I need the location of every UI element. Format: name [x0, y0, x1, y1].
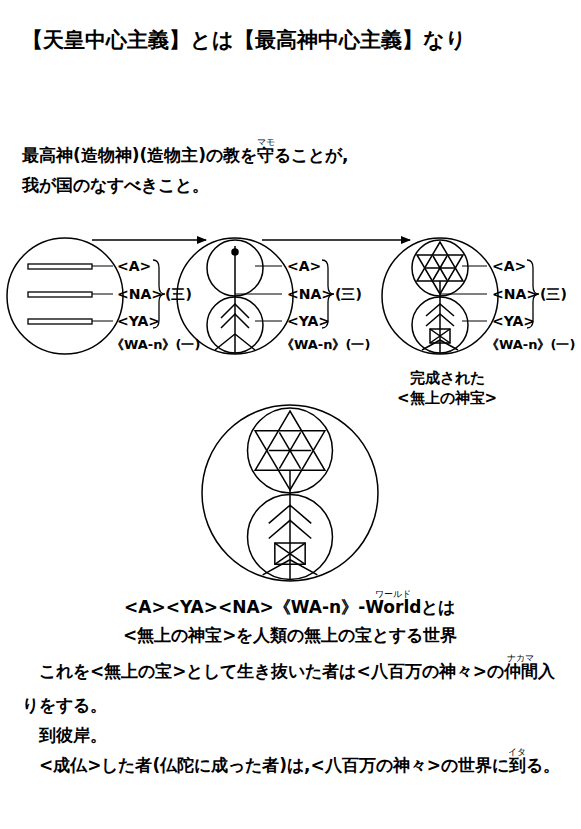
signal-label: <YA> — [492, 313, 535, 329]
group-number: (三) — [335, 286, 362, 302]
signal-label: 《WA-n》(一) — [486, 338, 575, 353]
signal-label: <A> — [492, 258, 526, 274]
signal-label: <A> — [287, 258, 321, 274]
signal-label: 《WA-n》(一) — [111, 338, 200, 353]
page-title: 【天皇中心主義】とは【最高神中心主義】なり — [22, 28, 467, 52]
caption-text: 完成された — [410, 370, 485, 387]
group-number: (三) — [165, 286, 192, 302]
figure-complete — [382, 238, 539, 354]
signal-label: <A> — [117, 258, 151, 274]
flow-arrow — [92, 239, 206, 241]
ruby-text: ワールド — [375, 589, 411, 599]
signal-label: <NA> — [117, 286, 163, 302]
body-text: これを<無上の宝>として生き抜いた者は<八百万の神々>の仲間入りをする。 — [22, 654, 562, 722]
flow-arrow — [262, 239, 410, 241]
group-number: (三) — [540, 286, 567, 302]
signal-label: <NA> — [287, 286, 333, 302]
body-text: 我が国のなすべきこと。 — [22, 176, 209, 196]
body-text: <A><YA><NA>《WA-n》-Worldとは — [124, 598, 455, 618]
ruby-text: ナカマ — [507, 653, 534, 663]
ruby-text: イタ — [508, 747, 526, 757]
figure-initial — [7, 238, 165, 354]
signal-label: <NA> — [492, 286, 538, 302]
caption-text: <無上の神宝> — [397, 390, 497, 407]
body-text: 最高神(造物神)(造物主)の教を守ることが, — [22, 146, 349, 166]
signal-label: <YA> — [287, 313, 330, 329]
body-text: <無上の神宝>を人類の無上の宝とする世界 — [123, 626, 458, 646]
body-text: <成仏>した者(仏陀に成った者)は,<八百万の神々>の世界に到る。 — [22, 748, 562, 782]
treasure-symbol — [202, 405, 378, 581]
body-text: 到彼岸。 — [39, 726, 107, 746]
signal-label: 《WA-n》(一) — [281, 338, 370, 353]
signal-label: <YA> — [117, 313, 160, 329]
ruby-text: マモ — [257, 137, 275, 147]
figure-middle — [177, 238, 334, 354]
